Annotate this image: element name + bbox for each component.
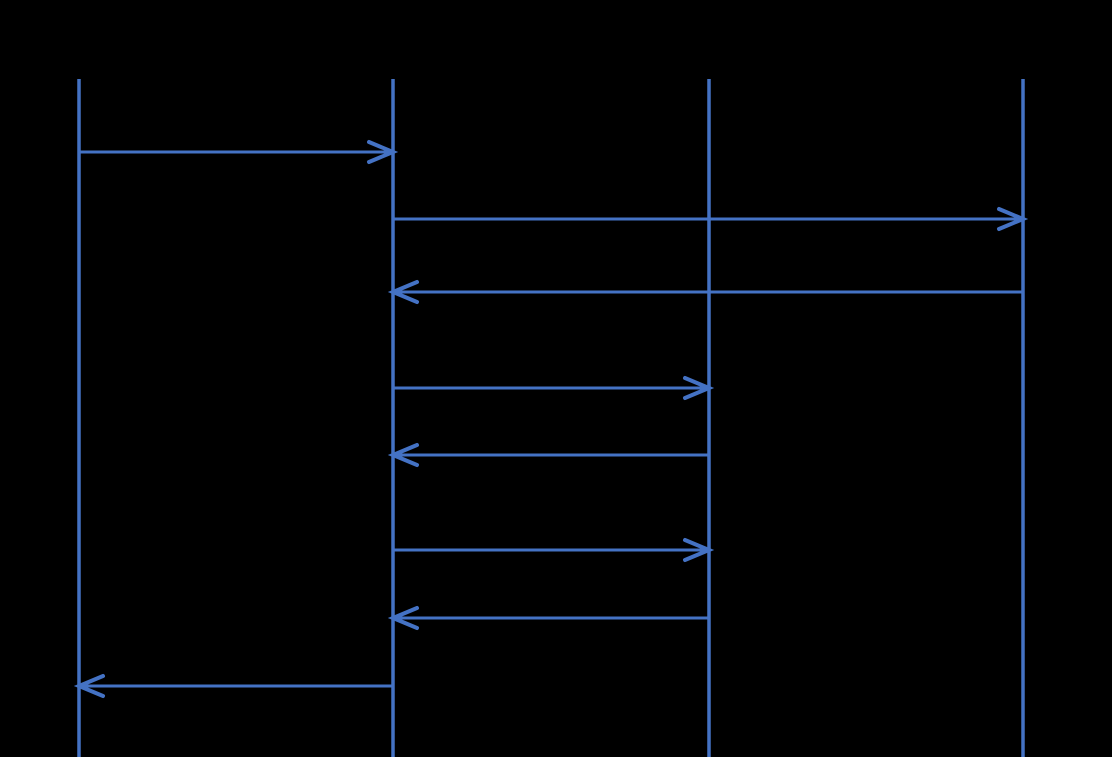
message-3-arrowhead-icon bbox=[387, 280, 419, 304]
message-1-arrow bbox=[79, 140, 399, 164]
message-6-arrowhead-icon bbox=[683, 538, 715, 562]
message-1-arrowhead-icon bbox=[367, 140, 399, 164]
message-4-arrow bbox=[393, 376, 715, 400]
message-7-arrow bbox=[387, 606, 709, 630]
message-5-arrow bbox=[387, 443, 709, 467]
message-6-arrow bbox=[393, 538, 715, 562]
message-5-arrowhead-icon bbox=[387, 443, 419, 467]
message-3-arrow bbox=[387, 280, 1023, 304]
message-8-arrow bbox=[73, 674, 393, 698]
message-7-arrowhead-icon bbox=[387, 606, 419, 630]
message-8-arrowhead-icon bbox=[73, 674, 105, 698]
message-2-arrowhead-icon bbox=[997, 207, 1029, 231]
message-2-arrow bbox=[393, 207, 1029, 231]
message-4-arrowhead-icon bbox=[683, 376, 715, 400]
